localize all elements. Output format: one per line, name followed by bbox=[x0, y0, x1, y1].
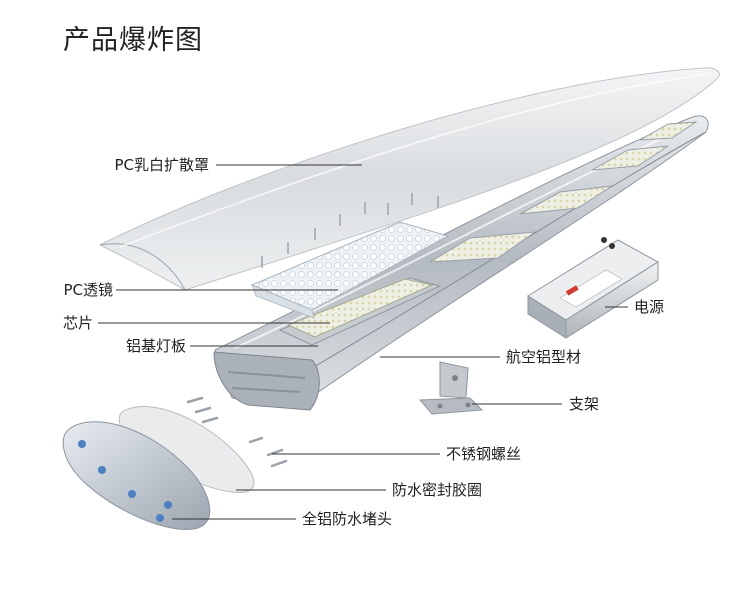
leader-lines bbox=[98, 164, 628, 520]
label-chip: 芯片 bbox=[62, 314, 93, 332]
label-diffuser: PC乳白扩散罩 bbox=[114, 156, 209, 174]
label-gasket: 防水密封胶圈 bbox=[392, 481, 483, 499]
diffuser-cover bbox=[98, 67, 720, 291]
label-lens: PC透镜 bbox=[63, 281, 113, 299]
label-profile: 航空铝型材 bbox=[506, 348, 582, 366]
mount-bracket bbox=[418, 361, 484, 415]
end-cap bbox=[62, 421, 211, 530]
stainless-screws bbox=[186, 396, 288, 468]
pc-lens bbox=[250, 221, 450, 319]
led-modules bbox=[429, 121, 698, 263]
page-title: 产品爆炸图 bbox=[63, 25, 203, 56]
lens-screws bbox=[261, 193, 439, 268]
label-endcap: 全铝防水堵头 bbox=[302, 510, 393, 528]
label-driver: 电源 bbox=[634, 298, 665, 316]
label-bracket: 支架 bbox=[569, 395, 600, 413]
label-screws: 不锈钢螺丝 bbox=[446, 445, 522, 463]
power-driver bbox=[527, 237, 659, 339]
label-board: 铝基灯板 bbox=[125, 337, 186, 355]
